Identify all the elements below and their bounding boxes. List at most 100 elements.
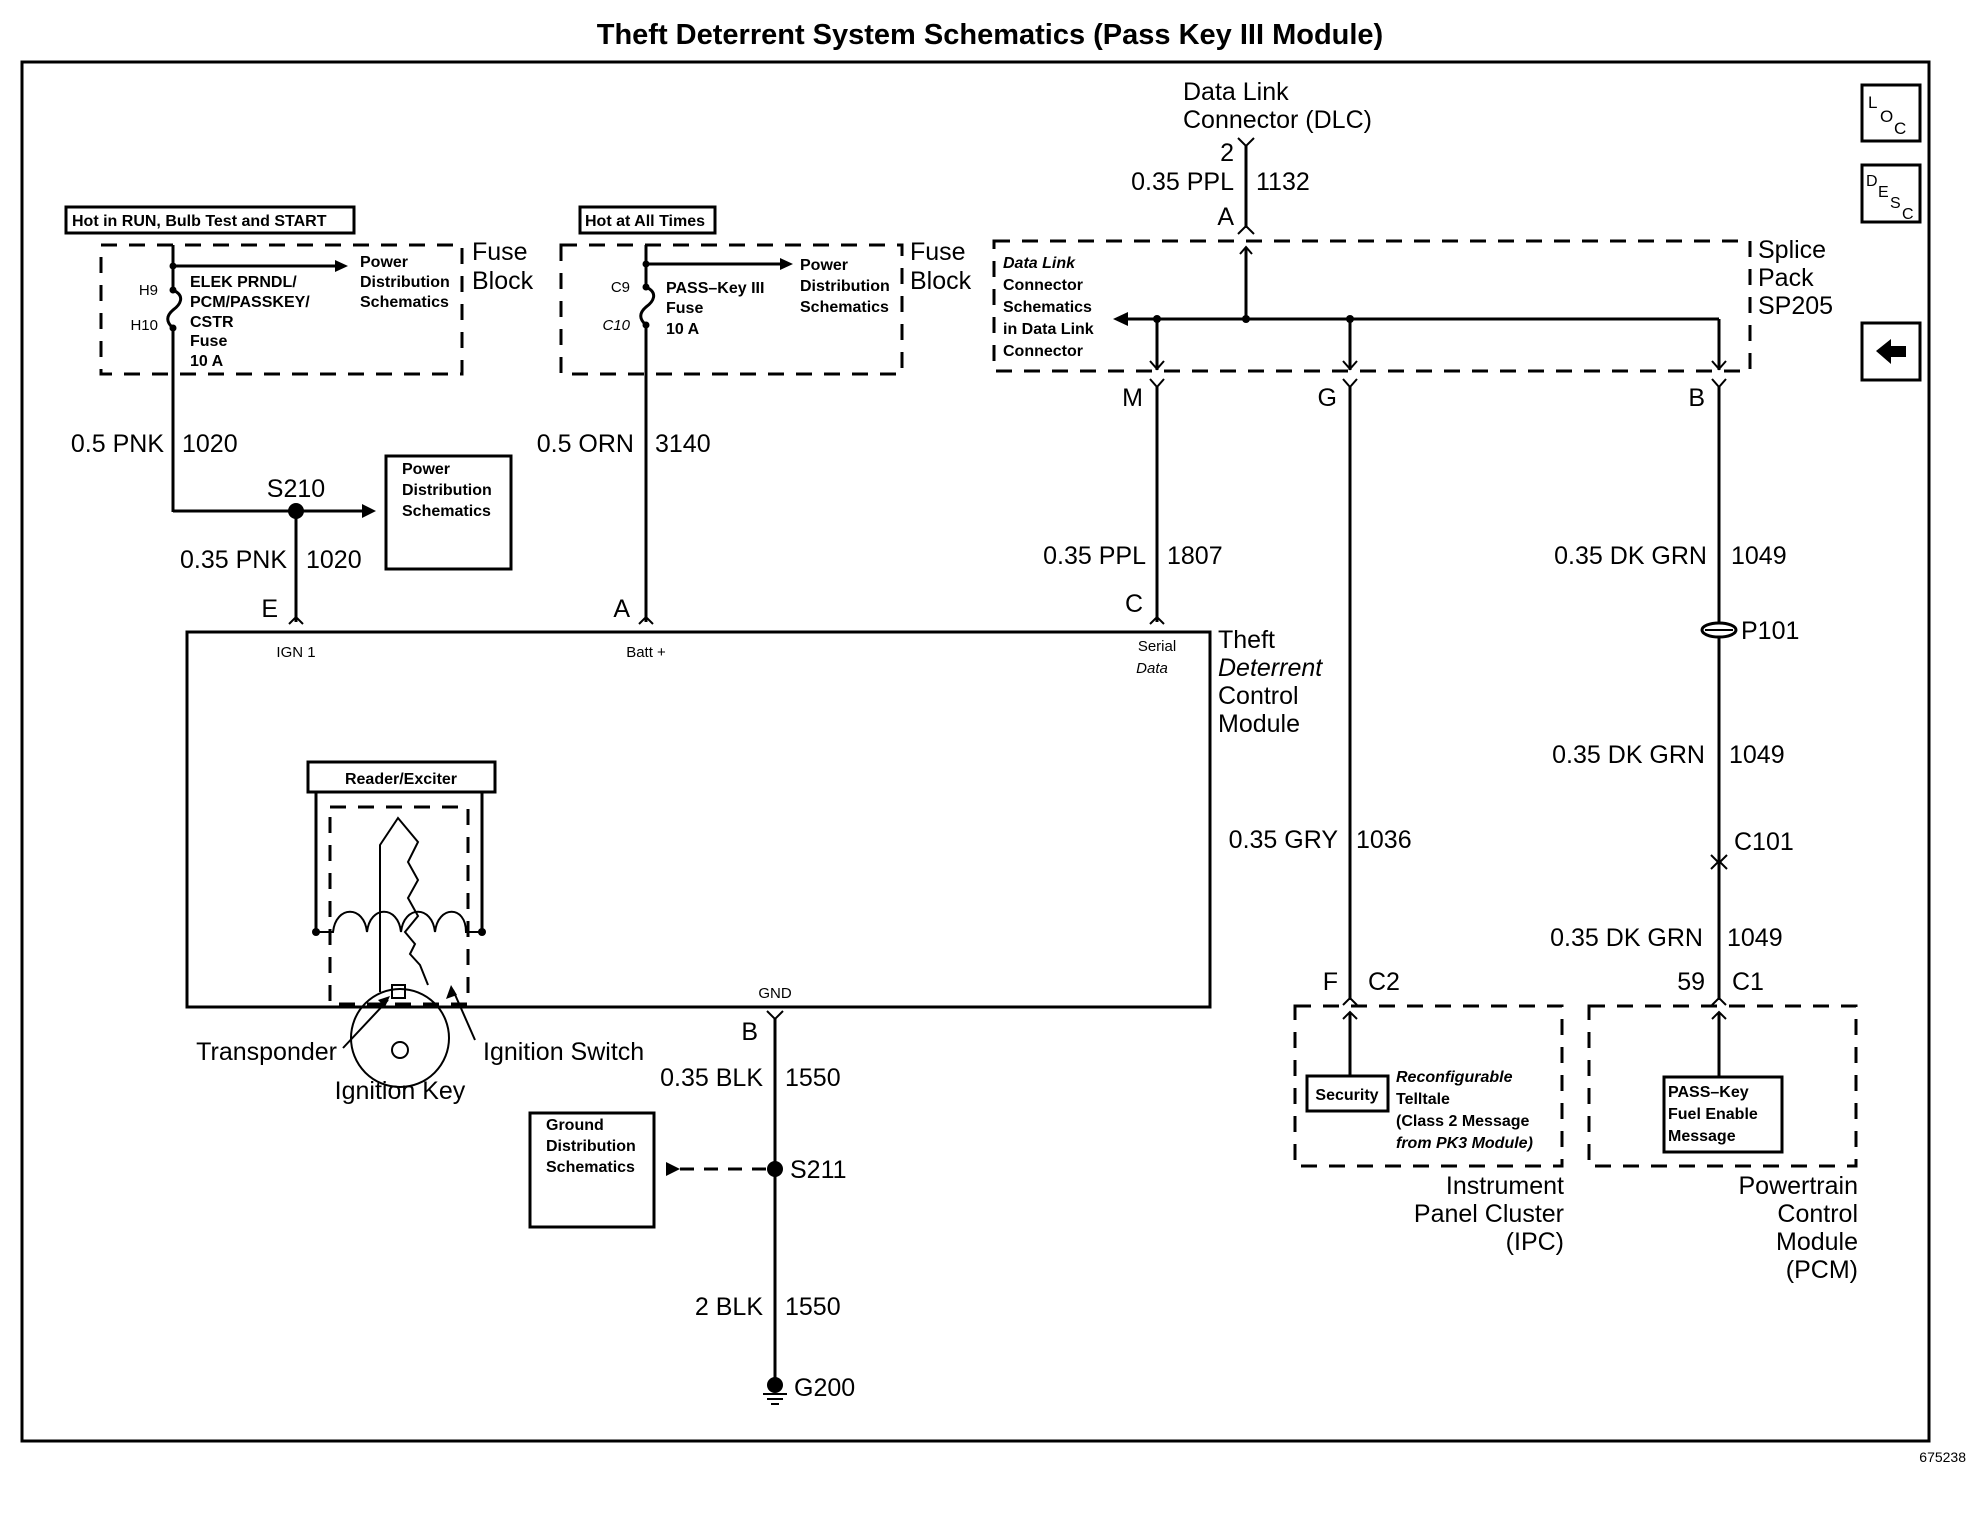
ipc-label-2: Panel Cluster: [1414, 1200, 1564, 1228]
fuse-name-4: Fuse: [190, 333, 227, 350]
tdcm-label-2: Deterrent: [1218, 654, 1323, 682]
fuse-block-left: Hot in RUN, Bulb Test and START Fuse Blo…: [64, 205, 534, 512]
pcm-connector-c1: C1: [1732, 968, 1764, 996]
page-title: Theft Deterrent System Schematics (Pass …: [597, 19, 1383, 51]
wire-1036-circuit: 1036: [1356, 826, 1412, 854]
splice-s211: [767, 1161, 783, 1177]
telltale-1: Reconfigurable: [1396, 1069, 1513, 1086]
terminal-h10: H10: [130, 317, 158, 334]
wire-3140-circuit: 3140: [655, 430, 711, 458]
wire-1132-circuit: 1132: [1256, 168, 1310, 196]
ipc-pin-f: F: [1323, 968, 1338, 996]
fuse-block-left-label-2: Block: [472, 267, 534, 295]
power-dist-2: Distribution: [360, 274, 450, 291]
instrument-panel-cluster: Security Reconfigurable Telltale (Class …: [1293, 1004, 1564, 1256]
wire-1807-gauge: 0.35 PPL: [1043, 542, 1146, 570]
ignition-switch-label: Ignition Switch: [483, 1038, 644, 1066]
pcm-message-1: PASS–Key: [1668, 1084, 1749, 1101]
wire-1550-lower-gauge: 2 BLK: [695, 1293, 763, 1321]
loc-icon[interactable]: L O C: [1860, 83, 1922, 143]
wire-1550-lower-circuit: 1550: [785, 1293, 841, 1321]
connector-p101: [1700, 621, 1738, 639]
splice-pack-label-2: Pack: [1758, 264, 1814, 292]
arrow-left-icon: [1113, 312, 1128, 326]
desc-icon[interactable]: D E S C: [1860, 163, 1922, 224]
desc-letter-s: S: [1890, 195, 1901, 212]
center-power-dist-3: Schematics: [800, 299, 889, 316]
hot-all-times-box: [578, 205, 717, 235]
fuse-name-3: CSTR: [190, 314, 234, 331]
wire-1049-circuit-3: 1049: [1727, 924, 1783, 952]
tdcm-label-1: Theft: [1218, 626, 1275, 654]
splice-pin-b: B: [1688, 384, 1705, 412]
fuse-name-1: ELEK PRNDL/: [190, 274, 297, 291]
center-power-dist-1: Power: [800, 257, 848, 274]
splice-inner-4: in Data Link: [1003, 321, 1094, 338]
data-link-connector: Data Link Connector (DLC) 2 0.35 PPL 113…: [1131, 78, 1372, 235]
power-dist-box-3: Schematics: [402, 503, 491, 520]
splice-pin-g: G: [1318, 384, 1337, 412]
ground-distribution-box[interactable]: Ground Distribution Schematics: [528, 1111, 656, 1229]
power-dist-1: Power: [360, 254, 408, 271]
tdcm-pin-gnd: GND: [758, 985, 792, 1002]
telltale-4: from PK3 Module): [1396, 1135, 1533, 1152]
tdcm-pin-b-gnd: B: [741, 1018, 758, 1046]
fuse-name-5: 10 A: [190, 353, 224, 370]
wire-1049-circuit-2: 1049: [1729, 741, 1785, 769]
wire-3140-gauge: 0.5 ORN: [537, 430, 634, 458]
power-dist-box-2: Distribution: [402, 482, 492, 499]
splice-inner-2: Connector: [1003, 277, 1083, 294]
key-blade: [379, 816, 429, 986]
pcm-label-1: Powertrain: [1739, 1172, 1859, 1200]
wire-1550-upper-circuit: 1550: [785, 1064, 841, 1092]
figure-id: 675238: [1919, 1449, 1966, 1465]
ground-g200-icon: [763, 1377, 787, 1405]
arrow-icon: [335, 260, 348, 272]
ipc-label-1: Instrument: [1446, 1172, 1564, 1200]
hot-run-label-box: [64, 205, 356, 235]
center-fuse-name-3: 10 A: [666, 321, 700, 338]
ground-dist-3: Schematics: [546, 1159, 635, 1176]
pin-a-batt: A: [613, 595, 630, 623]
powertrain-control-module: PASS–Key Fuel Enable Message Powertrain …: [1587, 1004, 1859, 1284]
splice-s211-label: S211: [790, 1156, 847, 1184]
splice-pack-label-1: Splice: [1758, 236, 1826, 264]
terminal-h9: H9: [139, 282, 158, 299]
center-power-dist-2: Distribution: [800, 278, 890, 295]
back-arrow-icon[interactable]: [1860, 321, 1922, 382]
ground-g200-label: G200: [794, 1374, 855, 1402]
connector-c101: [1710, 854, 1728, 870]
wire-1049-gauge-1: 0.35 DK GRN: [1554, 542, 1707, 570]
center-fuse-name-1: PASS–Key III: [666, 280, 764, 297]
tdcm-pin-ign1: IGN 1: [276, 644, 315, 661]
splice-inner-3: Schematics: [1003, 299, 1092, 316]
fuse-block-center-label-2: Block: [910, 267, 972, 295]
ground-dist-2: Distribution: [546, 1138, 636, 1155]
fuse-block-center: Hot at All Times Fuse Block C9 C10 PASS–…: [559, 205, 972, 622]
theft-deterrent-control-module: Theft Deterrent Control Module IGN 1 Bat…: [185, 626, 1323, 1088]
fuse-block-left-label-1: Fuse: [472, 238, 528, 266]
pin-c-serial: C: [1125, 590, 1143, 618]
transponder-chip: [391, 984, 406, 999]
fuse-symbol: [639, 285, 656, 327]
fuse-name-2: PCM/PASSKEY/: [190, 294, 310, 311]
fuse-block-center-label-1: Fuse: [910, 238, 966, 266]
ignition-key-label: Ignition Key: [335, 1077, 466, 1105]
coil-symbol: [316, 910, 482, 933]
dlc-title-1: Data Link: [1183, 78, 1289, 106]
splice-inner-1: Data Link: [1003, 255, 1076, 272]
power-distribution-box[interactable]: Power Distribution Schematics: [384, 454, 513, 571]
security-telltale-box: [1305, 1074, 1390, 1113]
reader-exciter-box: [306, 760, 497, 794]
pcm-label-4: (PCM): [1786, 1256, 1858, 1284]
pin-e: E: [261, 595, 278, 623]
pcm-label-2: Control: [1777, 1200, 1858, 1228]
connector-p101-label: P101: [1741, 617, 1799, 645]
center-fuse-name-2: Fuse: [666, 300, 703, 317]
tdcm-pin-serial-2: Data: [1136, 660, 1168, 677]
ipc-label-3: (IPC): [1506, 1228, 1564, 1256]
hot-run-label: Hot in RUN, Bulb Test and START: [72, 213, 327, 230]
power-dist-box-1: Power: [402, 461, 450, 478]
pcm-pin-59: 59: [1677, 968, 1705, 996]
